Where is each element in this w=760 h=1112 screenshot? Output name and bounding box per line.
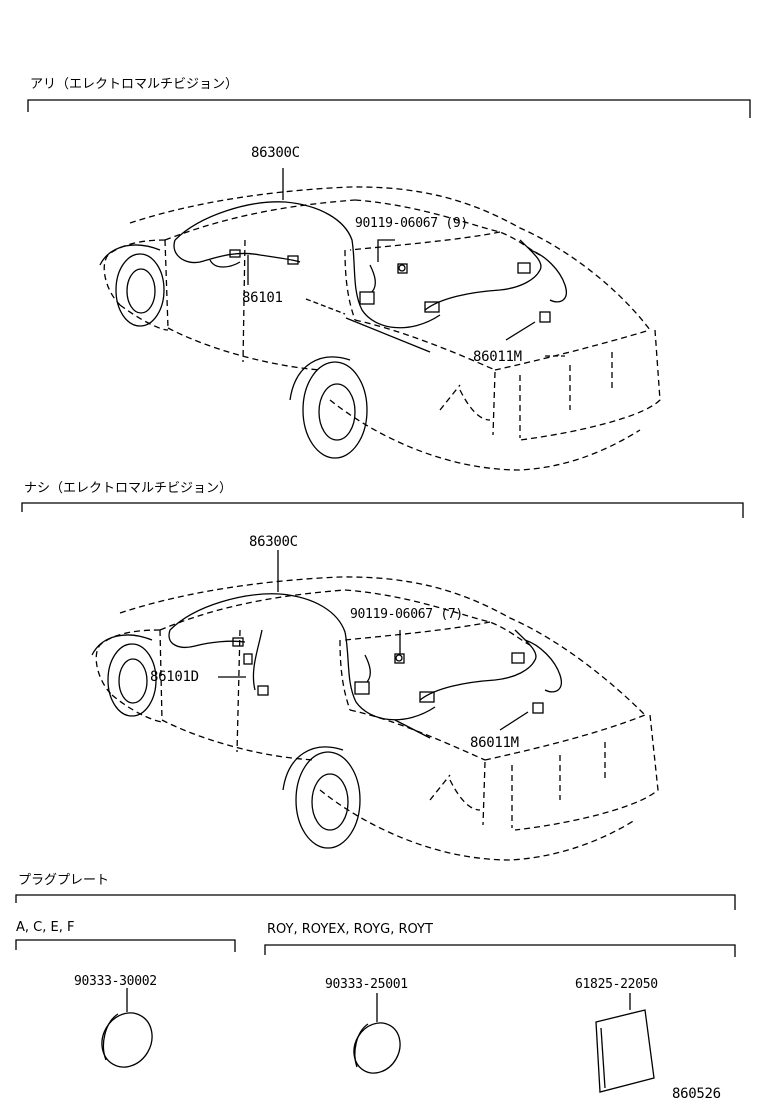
- plug-round-90333-25001: [353, 1022, 401, 1074]
- part-label-90333-25001: 90333-25001: [325, 977, 408, 992]
- car-illustration-2: [91, 550, 659, 861]
- part-label-86101: 86101: [242, 290, 283, 306]
- group-a-bracket: [15, 939, 236, 952]
- car-illustration-1: [99, 168, 661, 471]
- part-label-86101d: 86101D: [150, 669, 199, 685]
- part-label-86011m: 86011M: [473, 349, 522, 365]
- plug-plate-61825-22050: [595, 1009, 655, 1093]
- part-label-90333-30002: 90333-30002: [74, 974, 157, 989]
- section-1-bracket: [27, 99, 751, 118]
- group-b-models: ROY, ROYEX, ROYG, ROYT: [267, 922, 433, 937]
- diagram-number: 860526: [672, 1086, 721, 1102]
- section-2-bracket: [21, 502, 744, 518]
- group-b-bracket: [264, 944, 736, 957]
- group-a-models: A, C, E, F: [16, 920, 75, 935]
- part-label-86300c-2: 86300C: [249, 534, 298, 550]
- part-label-86300c: 86300C: [251, 145, 300, 161]
- plug-round-90333-30002: [101, 1012, 153, 1068]
- part-label-90119-06067-9: 90119-06067 (9): [355, 216, 468, 231]
- section-1-heading: アリ（エレクトロマルチビジョン）: [30, 77, 239, 92]
- harness-main-1: [174, 201, 441, 329]
- part-label-61825-22050: 61825-22050: [575, 977, 658, 992]
- plug-plate-bracket: [15, 894, 736, 910]
- part-label-90119-06067-7: 90119-06067 (7): [350, 607, 463, 622]
- part-label-86011m-2: 86011M: [470, 735, 519, 751]
- section-2-heading: ナシ（エレクトロマルチビジョン）: [24, 481, 233, 496]
- harness-rear-2: [419, 629, 537, 701]
- harness-main-2: [169, 593, 436, 721]
- plug-plate-heading: プラグプレート: [18, 873, 110, 888]
- harness-rear-1: [424, 239, 542, 311]
